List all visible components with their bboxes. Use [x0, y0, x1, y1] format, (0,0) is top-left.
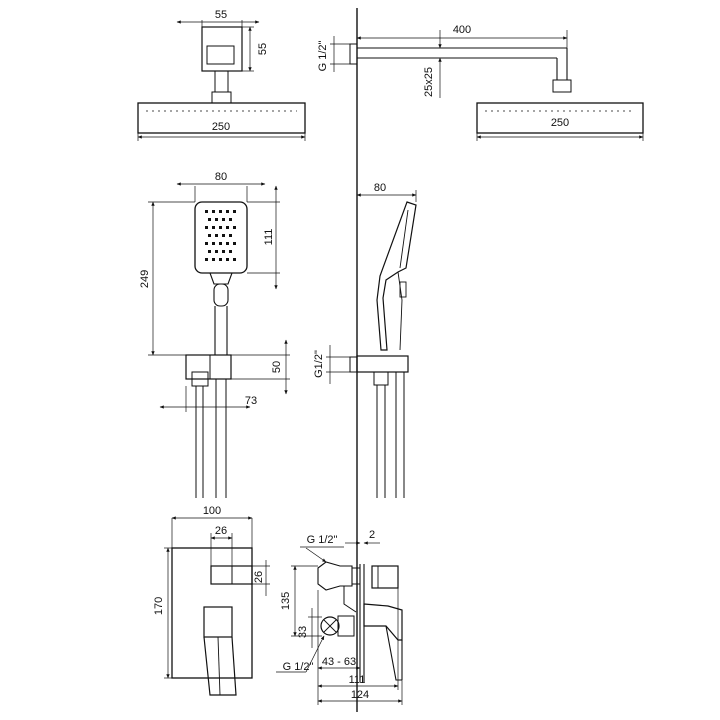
mixer-side-view — [276, 541, 403, 705]
dim-arm-block-height: 55 — [257, 43, 269, 55]
dim-hand-shower-width: 80 — [215, 171, 227, 183]
dim-wall-thread-holder: G1/2" — [313, 350, 325, 378]
hand-shower-side-view — [326, 190, 417, 498]
dim-mixer-spout-width: 26 — [215, 525, 227, 537]
dim-valve-thread-top: G 1/2" — [307, 534, 338, 546]
dim-arm-section: 25x25 — [423, 67, 435, 97]
dim-mixer-spout-height: 26 — [253, 571, 265, 583]
dim-rain-head-width-side: 250 — [551, 117, 569, 129]
dim-valve-thread-bottom: G 1/2" — [283, 661, 314, 673]
dim-wall-thread-top: G 1/2" — [317, 41, 329, 72]
dim-arm-length: 400 — [453, 24, 471, 36]
rain-head-side-view — [330, 30, 644, 141]
dim-arm-block-width: 55 — [215, 9, 227, 21]
dim-holder-height: 50 — [271, 361, 283, 373]
dim-hand-shower-total-height: 249 — [139, 270, 151, 288]
dim-installation-depth: 43 - 63 — [322, 656, 356, 668]
dim-hand-shower-head-height: 111 — [263, 229, 275, 246]
dim-plate-gap: 2 — [369, 529, 375, 541]
dim-valve-height: 135 — [280, 592, 292, 610]
dim-holder-offset: 73 — [245, 395, 257, 407]
dim-mixer-depth: 111 — [349, 674, 366, 686]
hand-shower-front-view — [148, 182, 290, 498]
dim-mixer-plate-height: 170 — [153, 597, 165, 615]
dim-valve-lower-height: 33 — [297, 626, 309, 638]
mixer-front-view — [164, 516, 270, 696]
dim-rain-head-width-front: 250 — [212, 121, 230, 133]
rain-head-front-view — [137, 20, 306, 141]
dim-hand-shower-depth: 80 — [374, 182, 386, 194]
spray-nozzles — [205, 210, 236, 261]
dim-mixer-plate-width: 100 — [203, 505, 221, 517]
dim-mixer-total-depth: 124 — [351, 689, 369, 701]
